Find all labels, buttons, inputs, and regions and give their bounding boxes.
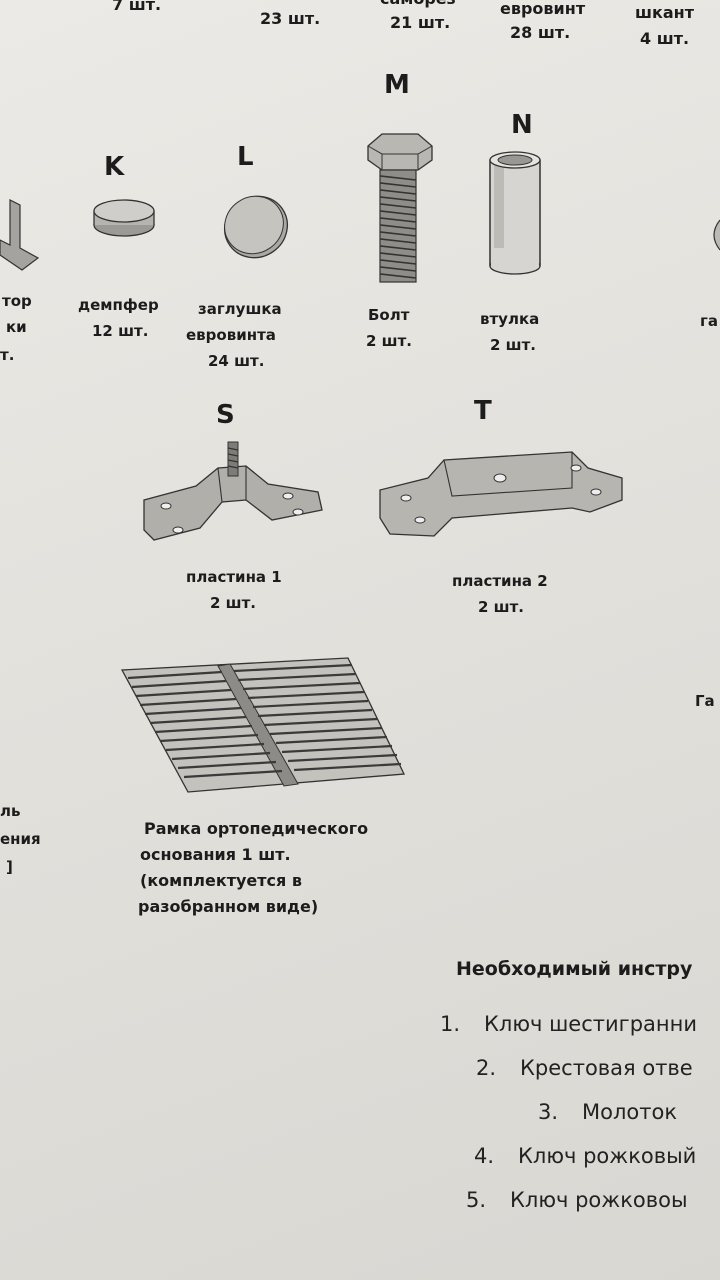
plate-2-icon [379, 451, 623, 537]
part-s-qty: 2 шт. [210, 594, 256, 612]
part-k-qty: 12 шт. [92, 322, 149, 340]
part-n-qty: 2 шт. [490, 336, 536, 354]
tool-num-2: 2. [476, 1056, 497, 1080]
tool-label-4: Ключ рожковый [518, 1144, 697, 1168]
part-l-letter: L [237, 142, 254, 172]
frame-caption-4: разобранном виде) [138, 897, 319, 916]
tool-label-1: Ключ шестигранни [484, 1012, 697, 1036]
top-qty-4: 28 шт. [510, 23, 571, 42]
tool-num-4: 4. [474, 1144, 495, 1168]
top-name-4: евровинт [500, 0, 586, 18]
part-l-qty: 24 шт. [208, 352, 265, 370]
tool-num-3: 3. [538, 1100, 559, 1124]
part-s-letter: S [216, 400, 235, 430]
top-name-5: шкант [635, 3, 694, 22]
part-k-letter: K [104, 152, 125, 182]
top-qty-5: 4 шт. [640, 29, 690, 48]
top-qty-3: 21 шт. [390, 13, 451, 32]
part-t-letter: T [474, 396, 492, 426]
top-name-3: саморез [380, 0, 456, 10]
tool-label-2: Крестовая отве [520, 1056, 693, 1080]
left-fragment-3: т. [0, 346, 15, 364]
sleeve-icon [489, 151, 541, 275]
tool-item-2: 2. Крестовая отве [476, 1056, 693, 1080]
part-s-name: пластина 1 [186, 568, 282, 586]
tool-item-1: 1. Ключ шестигранни [440, 1012, 697, 1036]
part-n-name: втулка [480, 310, 540, 328]
part-m-qty: 2 шт. [366, 332, 412, 350]
top-qty-1: 7 шт. [112, 0, 162, 14]
tool-label-3: Молоток [582, 1100, 678, 1124]
screw-cap-icon [223, 195, 289, 259]
left-fragment-1: тор [2, 292, 32, 310]
part-m-name: Болт [368, 306, 410, 324]
left-fragment-5: ения [0, 830, 41, 848]
frame-caption-2: основания 1 шт. [140, 845, 291, 864]
tool-label-5: Ключ рожковоы [510, 1188, 688, 1212]
left-fragment-6: ] [6, 858, 13, 876]
damper-icon [93, 199, 155, 237]
frame-caption-3: (комплектуется в [140, 871, 303, 890]
part-t-qty: 2 шт. [478, 598, 524, 616]
tool-item-4: 4. Ключ рожковый [474, 1144, 696, 1168]
corner-bracket-icon [0, 199, 40, 271]
right-fragment-2: Га [695, 692, 715, 710]
right-fragment-1: га [700, 312, 718, 330]
tools-title: Необходимый инстру [456, 958, 693, 980]
plate-1-icon [143, 441, 323, 541]
part-m-letter: M [384, 70, 410, 100]
screw-edge-icon [713, 219, 720, 251]
part-l-name-1: заглушка [198, 300, 282, 318]
tool-num-5: 5. [466, 1188, 487, 1212]
part-t-name: пластина 2 [452, 572, 548, 590]
bolt-icon [367, 133, 433, 283]
part-l-name-2: евровинта [186, 326, 276, 344]
left-fragment-2: ки [6, 318, 27, 336]
frame-caption-1: Рамка ортопедического [144, 819, 369, 838]
left-fragment-4: ль [0, 802, 21, 820]
tool-item-3: 3. Молоток [538, 1100, 677, 1124]
tool-num-1: 1. [440, 1012, 461, 1036]
part-k-name: демпфер [78, 296, 159, 314]
tool-item-5: 5. Ключ рожковоы [466, 1188, 688, 1212]
part-n-letter: N [511, 110, 533, 140]
top-qty-2: 23 шт. [260, 9, 321, 28]
orthopedic-frame-icon [120, 657, 405, 793]
